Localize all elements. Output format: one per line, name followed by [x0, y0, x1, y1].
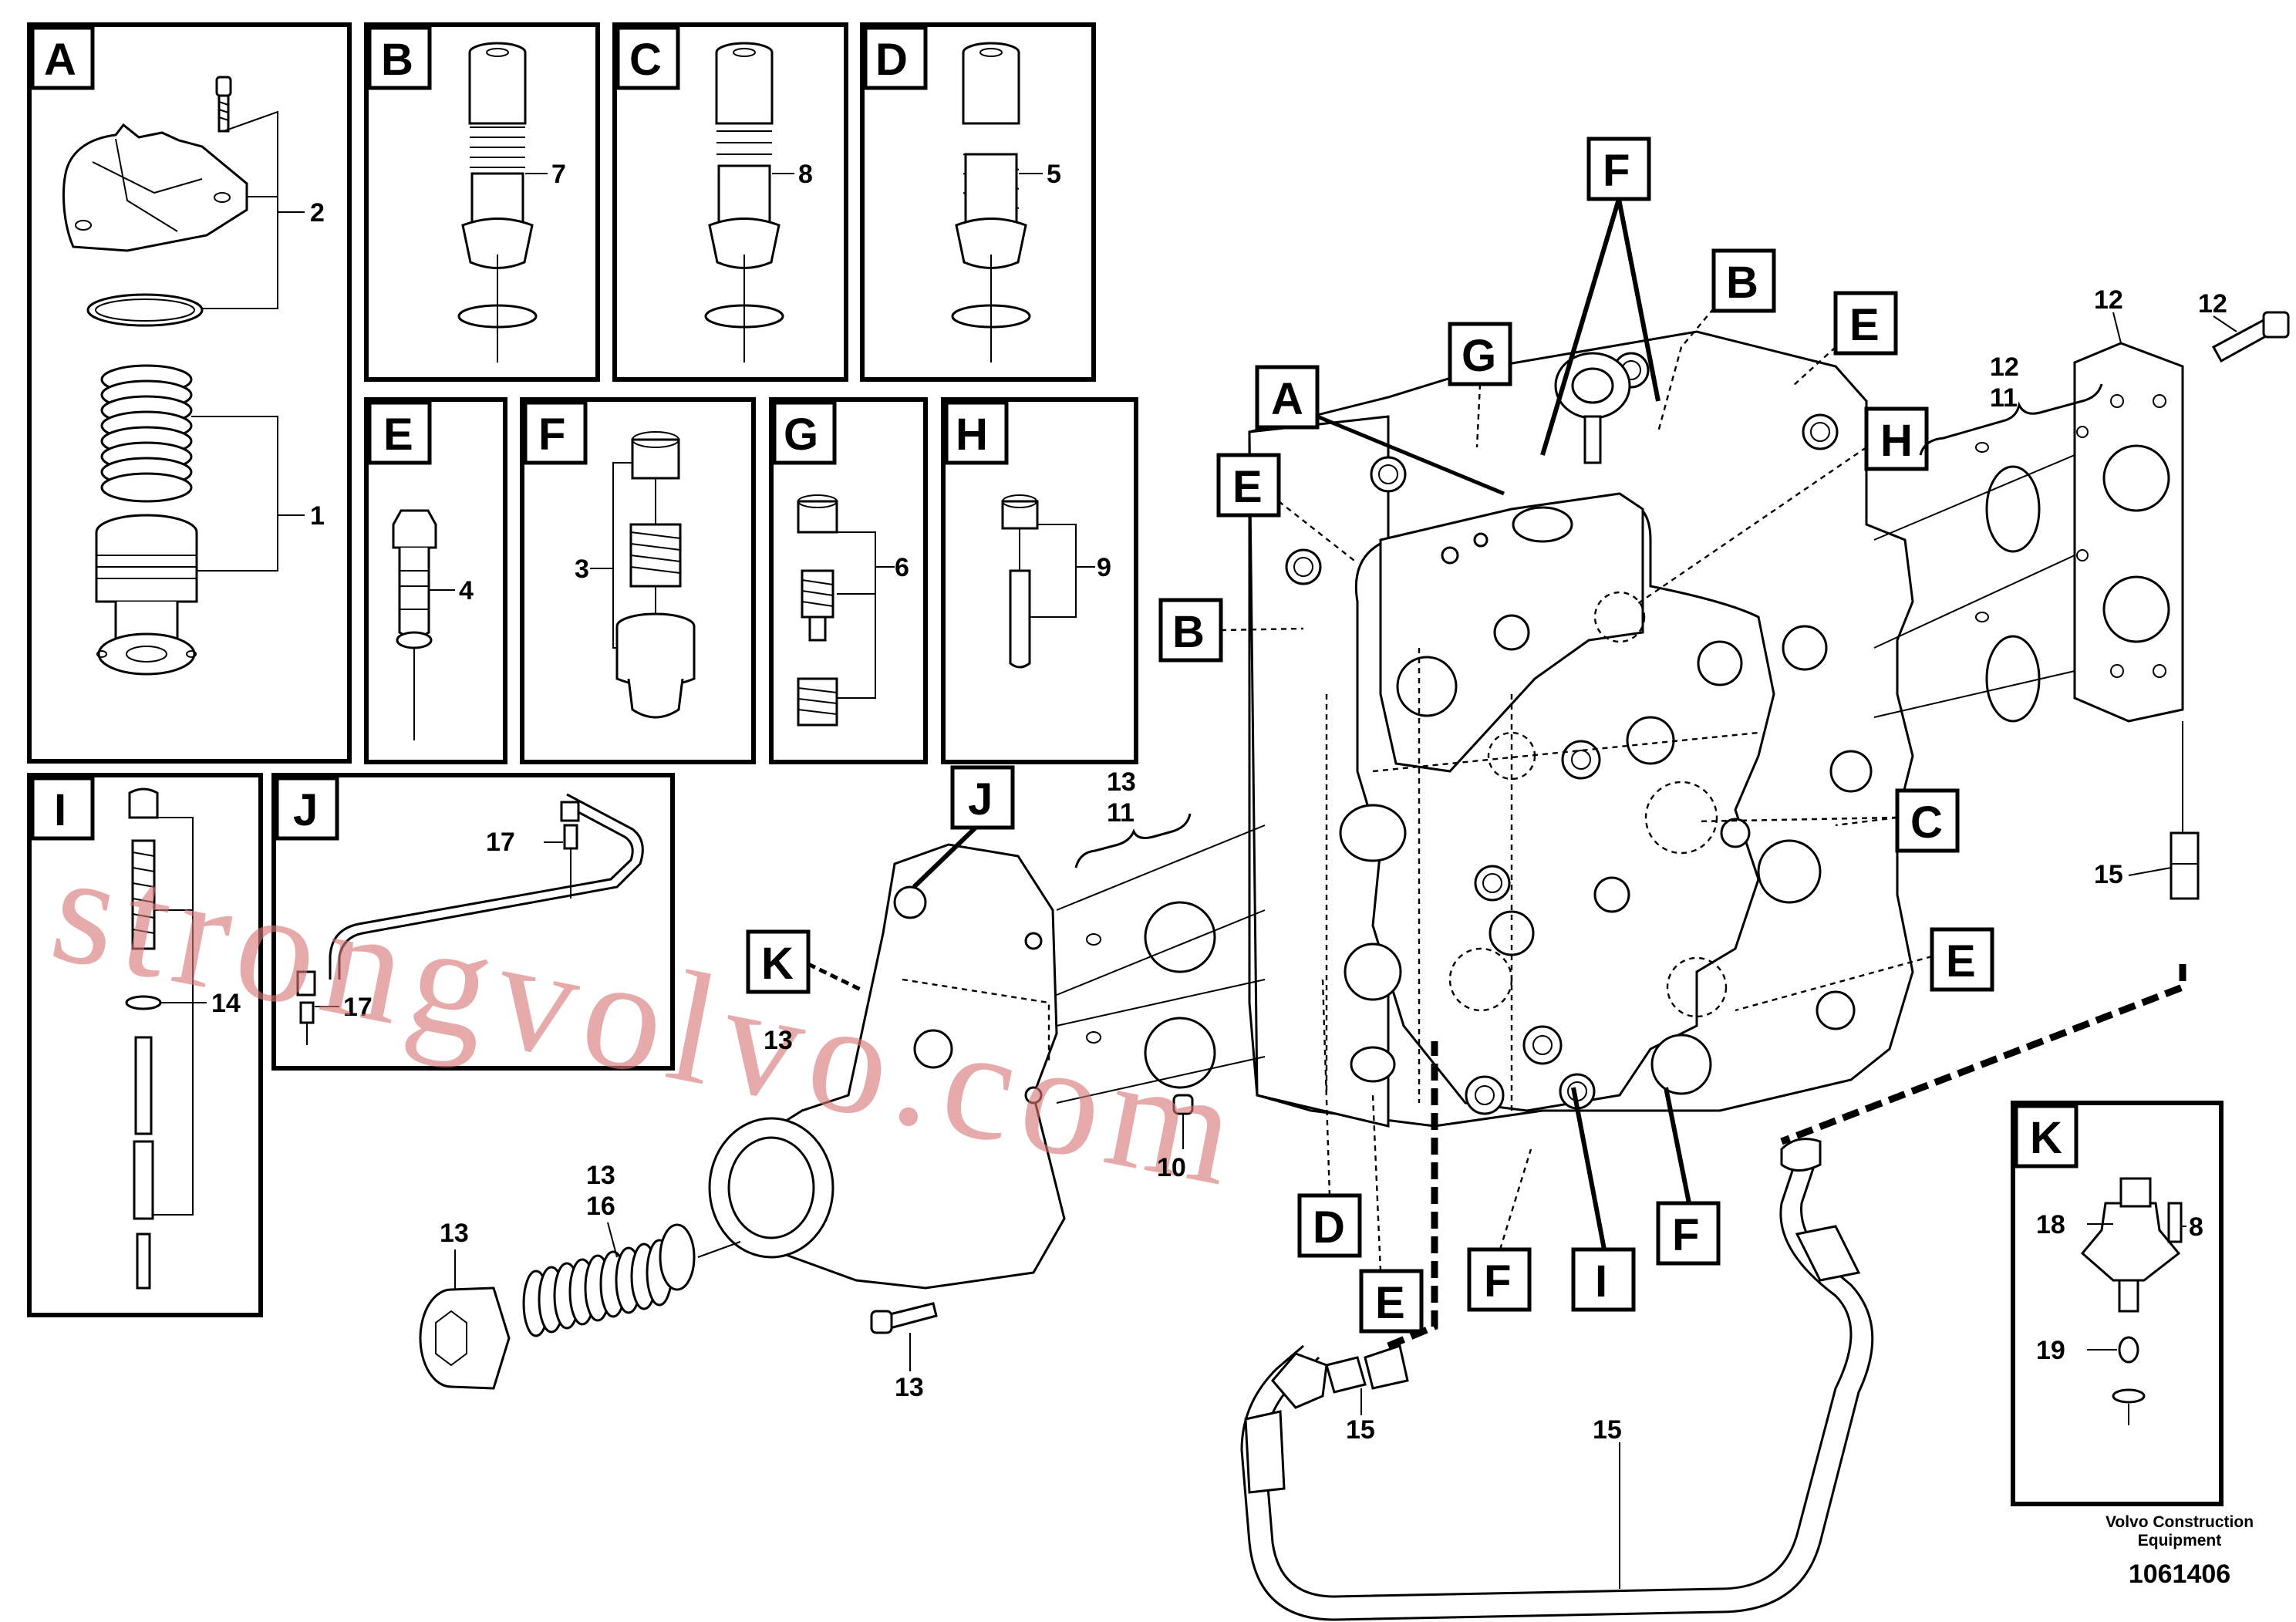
detail-panel-b: B 7: [364, 22, 600, 382]
panel-c-letter: C: [629, 35, 662, 85]
callout-10: 10: [1157, 1153, 1186, 1182]
callout-3: 3: [575, 555, 589, 584]
callout-15-fitting: 15: [2094, 860, 2123, 889]
panel-e-letter: E: [383, 410, 413, 460]
callout-13-housing: 13: [764, 1026, 793, 1055]
panel-f-letter: F: [538, 410, 565, 460]
callout-17-top: 17: [486, 828, 515, 857]
callout-11-mid: 11: [1107, 798, 1135, 828]
end-plate-assembly: [1780, 311, 2290, 1145]
cover-part: [62, 123, 248, 252]
label-f-bottom-right: F: [1672, 1210, 1699, 1260]
panel-k-letter: K: [2030, 1113, 2062, 1163]
label-j: J: [968, 774, 993, 824]
label-i: I: [1595, 1256, 1607, 1307]
panel-g-letter: G: [784, 410, 818, 460]
label-f-bottom-left: F: [1484, 1256, 1511, 1307]
label-b-top: B: [1726, 258, 1758, 308]
callout-5: 5: [1047, 160, 1061, 189]
label-e-bottom: E: [1375, 1278, 1405, 1328]
figure-footer: Volvo Construction Equipment 1061406: [2106, 1513, 2254, 1589]
label-e-top: E: [1849, 300, 1880, 350]
figure-number: 1061406: [2129, 1560, 2230, 1589]
spring-plug-assembly: [419, 1223, 938, 1390]
panel-h-letter: H: [956, 410, 988, 460]
detail-panel-g: G 6: [769, 397, 928, 764]
callout-8-k: 8: [2189, 1212, 2203, 1242]
callout-9: 9: [1097, 553, 1111, 582]
callout-8: 8: [798, 160, 813, 189]
panel-j-letter: J: [293, 785, 318, 835]
callout-7: 7: [551, 160, 566, 189]
company-name-line2: Equipment: [2138, 1532, 2222, 1549]
callout-13-plug: 13: [440, 1219, 469, 1248]
detail-panel-h: H 9: [941, 397, 1138, 764]
label-e-right: E: [1946, 936, 1976, 986]
label-d: D: [1313, 1202, 1345, 1253]
detail-panel-k: K 18 8 19: [2011, 1101, 2224, 1506]
spring-part: [100, 364, 193, 503]
callout-15-hose: 15: [1593, 1415, 1622, 1445]
hose-assembly: [1240, 1041, 1874, 1621]
callout-17-bottom: 17: [343, 993, 373, 1022]
panel-a-letter: A: [44, 35, 76, 85]
callout-15-hose-fitting: 15: [1346, 1415, 1375, 1445]
callout-6: 6: [895, 553, 909, 582]
detail-panel-j: J 17 17: [271, 773, 675, 1071]
main-labels: F B E G A H E B C E: [746, 137, 1994, 1334]
callout-4: 4: [459, 576, 474, 605]
label-h: H: [1880, 416, 1913, 466]
screw-part: [215, 76, 232, 133]
detail-panel-f: F 3: [520, 397, 756, 764]
lifting-eye: [1554, 352, 1631, 464]
callout-12-plate: 12: [2094, 285, 2123, 315]
o-ring-part: [86, 293, 204, 327]
label-g: G: [1462, 331, 1496, 381]
detail-panel-e: E 4: [364, 397, 507, 764]
callout-18: 18: [2036, 1210, 2065, 1239]
main-valve-block: [1248, 330, 1914, 1128]
callout-13-bolt: 13: [895, 1373, 924, 1402]
detail-panel-i: I 14: [27, 773, 263, 1317]
callout-14: 14: [211, 989, 241, 1018]
label-k: K: [761, 939, 794, 989]
pilot-housing: [708, 824, 1266, 1290]
label-c: C: [1910, 798, 1943, 848]
detail-panel-c: C 8: [612, 22, 848, 382]
label-f-top: F: [1603, 146, 1630, 196]
callout-2: 2: [310, 198, 325, 228]
company-name-line1: Volvo Construction: [2106, 1513, 2254, 1531]
panel-i-letter: I: [54, 785, 66, 835]
callout-12-oring: 12: [1990, 352, 2019, 382]
callout-13-oring: 13: [1107, 767, 1136, 797]
callout-11-oring: 11: [1990, 383, 2018, 413]
detail-panel-a: A: [27, 22, 352, 764]
piston-part: [95, 514, 198, 676]
callout-19: 19: [2036, 1336, 2065, 1365]
detail-panel-d: D 5: [860, 22, 1096, 382]
panel-b-letter: B: [381, 35, 413, 85]
label-b-left: B: [1172, 607, 1205, 657]
callout-12-screw: 12: [2198, 289, 2227, 319]
callout-13-spring: 13: [586, 1161, 615, 1190]
callout-1: 1: [310, 501, 325, 531]
label-e-left: E: [1232, 462, 1263, 512]
panel-d-letter: D: [875, 35, 908, 85]
callout-16: 16: [586, 1192, 615, 1221]
main-callouts: 12 12 12 11 13 11 15 13 10 13 16 13 13 1…: [440, 285, 2237, 1589]
label-a: A: [1271, 374, 1303, 424]
